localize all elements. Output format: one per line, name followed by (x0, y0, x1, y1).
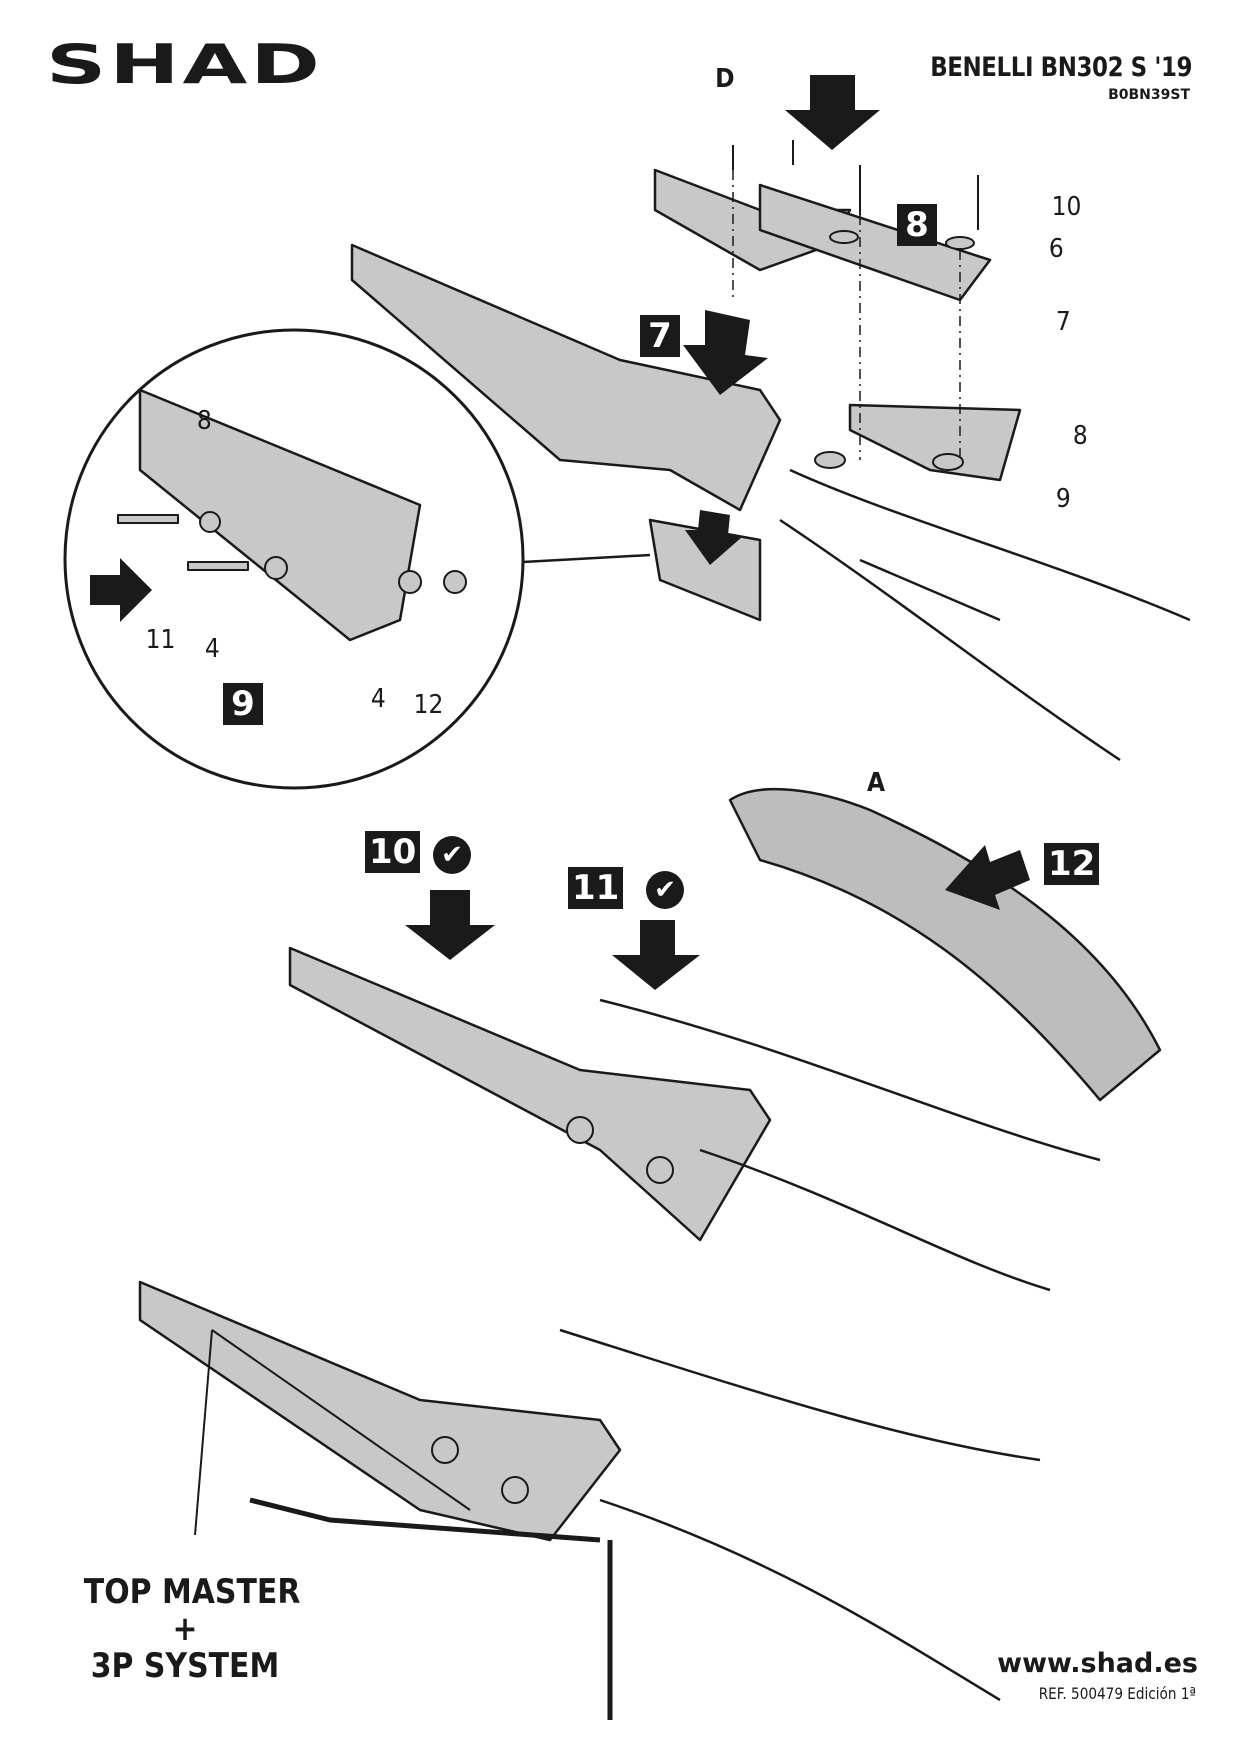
arrow-down-icon (405, 890, 495, 960)
motorcycle-tail-lower (559, 1328, 1041, 1702)
part-label-8: 8 (1072, 421, 1088, 451)
seat-a (728, 787, 1162, 1102)
detail-label-12: 12 (413, 690, 444, 720)
shad-logo: SHAD (46, 33, 323, 96)
arrow-down-icon (612, 920, 700, 990)
arrow-icons (90, 75, 1030, 990)
detail-label-8: 8 (196, 406, 212, 436)
arrow-left-icon (945, 845, 1030, 910)
bolts-middle (566, 1116, 674, 1184)
detail-label-4b: 4 (370, 684, 386, 714)
website-link[interactable]: www.shad.es (997, 1648, 1198, 1679)
dash-lines (732, 170, 961, 460)
arrow-down-icon (785, 75, 880, 150)
bolts-upper (732, 140, 979, 471)
side-frame (249, 1497, 613, 1720)
step-11-badge: 11 (568, 867, 624, 909)
leader-lines (194, 1329, 471, 1536)
step-12-badge: 12 (1044, 843, 1100, 885)
arrow-right-icon (90, 558, 152, 622)
arrow-down-icon (685, 510, 742, 565)
part-label-a: A (867, 768, 886, 798)
model-title: BENELLI BN302 S '19 (930, 52, 1192, 83)
kit-line-1: TOP MASTER (83, 1572, 301, 1612)
detail-label-4: 4 (204, 634, 220, 664)
step-7-badge: 7 (640, 315, 680, 357)
part-label-d: D (715, 64, 735, 94)
rack-lower (138, 1280, 622, 1542)
rack-middle (288, 946, 772, 1242)
kit-plus: + (172, 1609, 198, 1649)
check-circle-icon: ✔ (433, 836, 471, 874)
rack-upper (350, 168, 1022, 622)
part-label-7: 7 (1055, 307, 1071, 337)
part-label-10: 10 (1051, 192, 1082, 222)
step-8-badge: 8 (897, 204, 937, 246)
motorcycle-tail-middle (599, 998, 1101, 1292)
arrow-down-icon (683, 310, 768, 395)
step-10-badge: 10 (365, 831, 421, 873)
part-label-6: 6 (1048, 234, 1064, 264)
rack-detail (138, 388, 422, 642)
reference-text: REF. 500479 Edición 1ª (1038, 1684, 1196, 1703)
part-label-9: 9 (1055, 484, 1071, 514)
bolts-detail (117, 511, 467, 594)
kit-line-2: 3P SYSTEM (90, 1646, 280, 1686)
motorcycle-tail-upper (779, 468, 1191, 762)
step-9-badge: 9 (223, 683, 263, 725)
detail-label-11: 11 (145, 625, 176, 655)
model-code: B0BN39ST (1108, 87, 1190, 103)
bolts-lower (431, 1436, 529, 1504)
check-circle-icon: ✔ (646, 871, 684, 909)
